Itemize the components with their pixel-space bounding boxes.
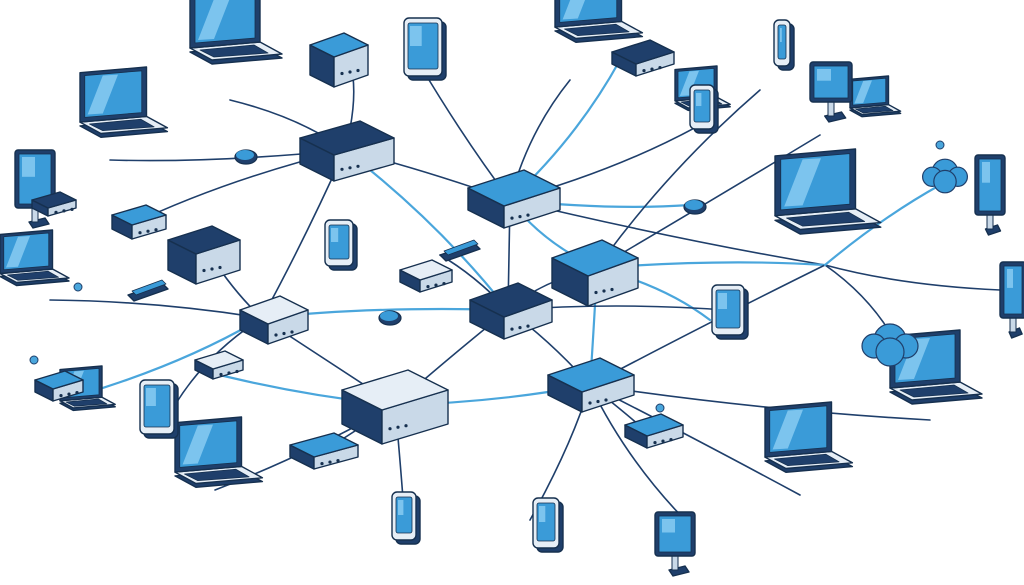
printer-icon [341, 369, 449, 445]
usb-drive-icon [439, 239, 481, 262]
server-icon [299, 120, 395, 182]
laptop-icon [174, 416, 264, 488]
router-icon [31, 191, 77, 217]
monitor-icon [974, 154, 1006, 236]
usb-drive-icon [127, 279, 169, 302]
laptop-icon [764, 401, 854, 473]
network-cable [824, 264, 1001, 291]
router-icon [194, 350, 244, 380]
router-icon [289, 432, 359, 470]
connector-dot [935, 140, 945, 150]
monitor-icon [809, 61, 853, 123]
connector-dot [655, 403, 665, 413]
network-cable [49, 299, 263, 319]
laptop-icon [189, 0, 283, 65]
connector-dot [73, 282, 83, 292]
smartphone-icon [324, 219, 358, 271]
tablet-icon [711, 284, 749, 340]
tablet-icon [403, 17, 447, 81]
laptop-icon [79, 66, 169, 139]
laptop-icon [849, 75, 902, 118]
router-icon [624, 413, 684, 449]
router-icon [467, 169, 561, 229]
switch-icon [399, 259, 453, 293]
cloud-icon [861, 323, 919, 367]
laptop-icon [554, 0, 644, 43]
smartphone-icon [532, 497, 564, 553]
connector-dot [29, 355, 39, 365]
router-icon [34, 370, 84, 402]
server-icon [309, 32, 369, 88]
mouse-icon [234, 149, 258, 165]
laptop-icon [0, 229, 70, 287]
switch-icon [469, 282, 553, 340]
mouse-icon [378, 310, 402, 326]
network-cable [596, 89, 761, 269]
server-icon [167, 225, 241, 285]
router-icon [111, 204, 167, 240]
switch-icon [551, 239, 639, 307]
smartphone-icon [689, 84, 719, 134]
smartphone-icon [773, 19, 795, 71]
monitor-icon [654, 511, 696, 577]
printer-icon [239, 295, 309, 345]
mouse-icon [683, 199, 707, 215]
monitor-icon [999, 261, 1024, 339]
laptop-icon [774, 148, 882, 235]
network-cable [823, 183, 942, 267]
network-cable [589, 384, 931, 421]
smartphone-icon [391, 491, 421, 545]
cloud-icon [922, 158, 969, 194]
tablet-icon [139, 379, 179, 439]
router-icon [611, 39, 675, 77]
router-icon [547, 357, 635, 413]
